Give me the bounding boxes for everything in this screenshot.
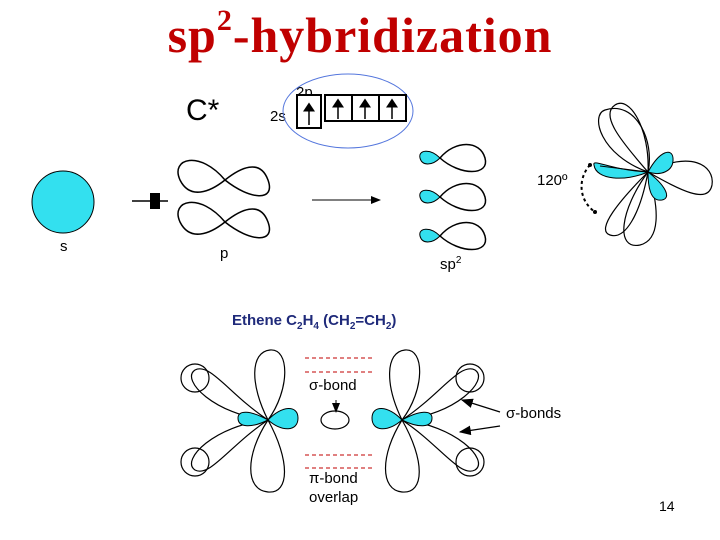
p-orbital-top [177,159,271,197]
ethene-orbital-diagram [180,349,501,493]
label-2s: 2s [270,108,286,125]
sp2-orbital-label: sp2 [440,255,462,273]
ethene-formula: Ethene C2H4 (CH2=CH2) [232,312,397,332]
s-orbital-label: s [60,238,68,255]
slide-title: sp2-hybridization [167,4,553,63]
p-orbital-bottom [177,201,271,239]
p-orbitals [132,159,271,239]
overlap-label: overlap [309,489,359,506]
s-orbital-sphere [31,170,95,234]
p-orbital-label: p [220,245,229,262]
pi-bond-label: π-bond [309,470,358,487]
2p-highlight-circle [282,73,414,149]
orbital-box-diagram [282,73,414,149]
bond-angle-label: 120º [537,172,568,189]
page-number: 14 [659,498,675,514]
carbon-excited-label: C* [186,94,220,127]
sigma-bond-label: σ-bond [309,377,357,394]
trigonal-sp2-carbon [580,102,713,246]
sp2-orbitals [419,143,487,251]
sigma-bonds-label: σ-bonds [506,405,562,422]
